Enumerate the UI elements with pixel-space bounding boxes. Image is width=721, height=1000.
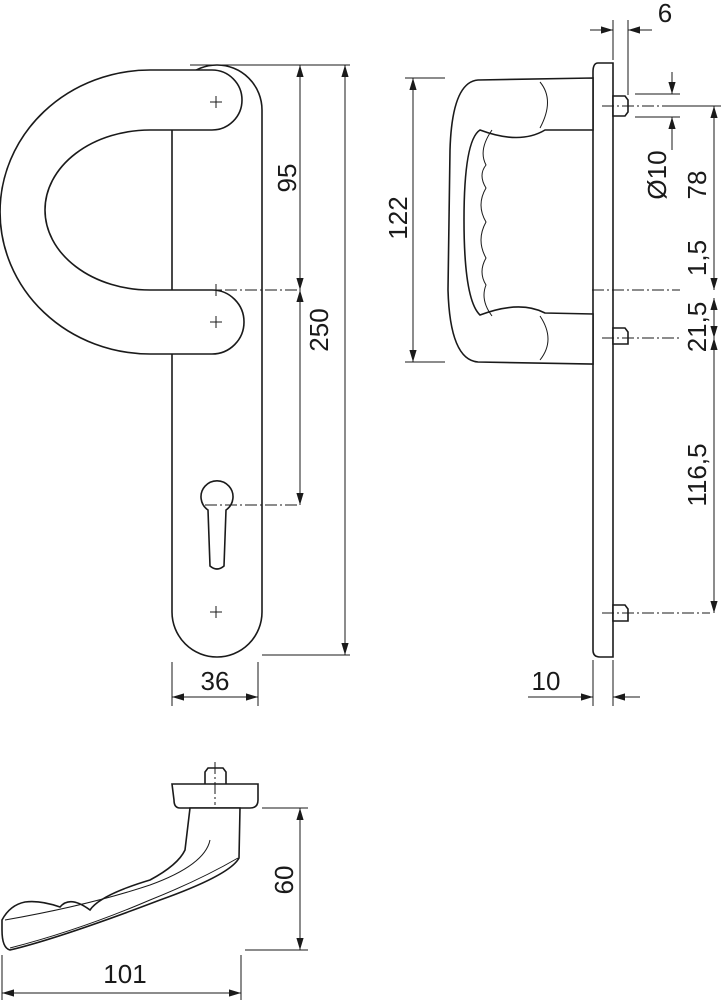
dim-95: 95 [272,164,302,193]
dim-78: 78 [682,171,712,200]
pins [612,95,629,622]
lever-view: 60 101 [1,762,308,1000]
dim-122: 122 [383,196,413,239]
lever-rosette [171,783,259,809]
dim-21-5: 21,5 [682,302,712,353]
grip-ridges [480,129,493,317]
dim-10: 10 [532,666,561,696]
keyhole [200,480,234,570]
front-view: 95 250 36 [0,64,350,706]
handle-side-profile [447,77,594,365]
dim-60: 60 [269,866,299,895]
dim-diameter-10: Ø10 [642,150,672,199]
dim-116-5: 116,5 [682,443,712,506]
side-view: 122 6 Ø10 78 1,5 21,5 116,5 10 [383,0,721,706]
lever-handle [1,807,241,951]
dim-250: 250 [304,308,334,351]
side-plate [592,62,614,658]
dim-36: 36 [201,666,230,696]
dim-1-5: 1,5 [682,240,712,276]
dim-6: 6 [658,0,672,28]
u-handle [0,69,245,355]
dim-101: 101 [103,959,146,989]
